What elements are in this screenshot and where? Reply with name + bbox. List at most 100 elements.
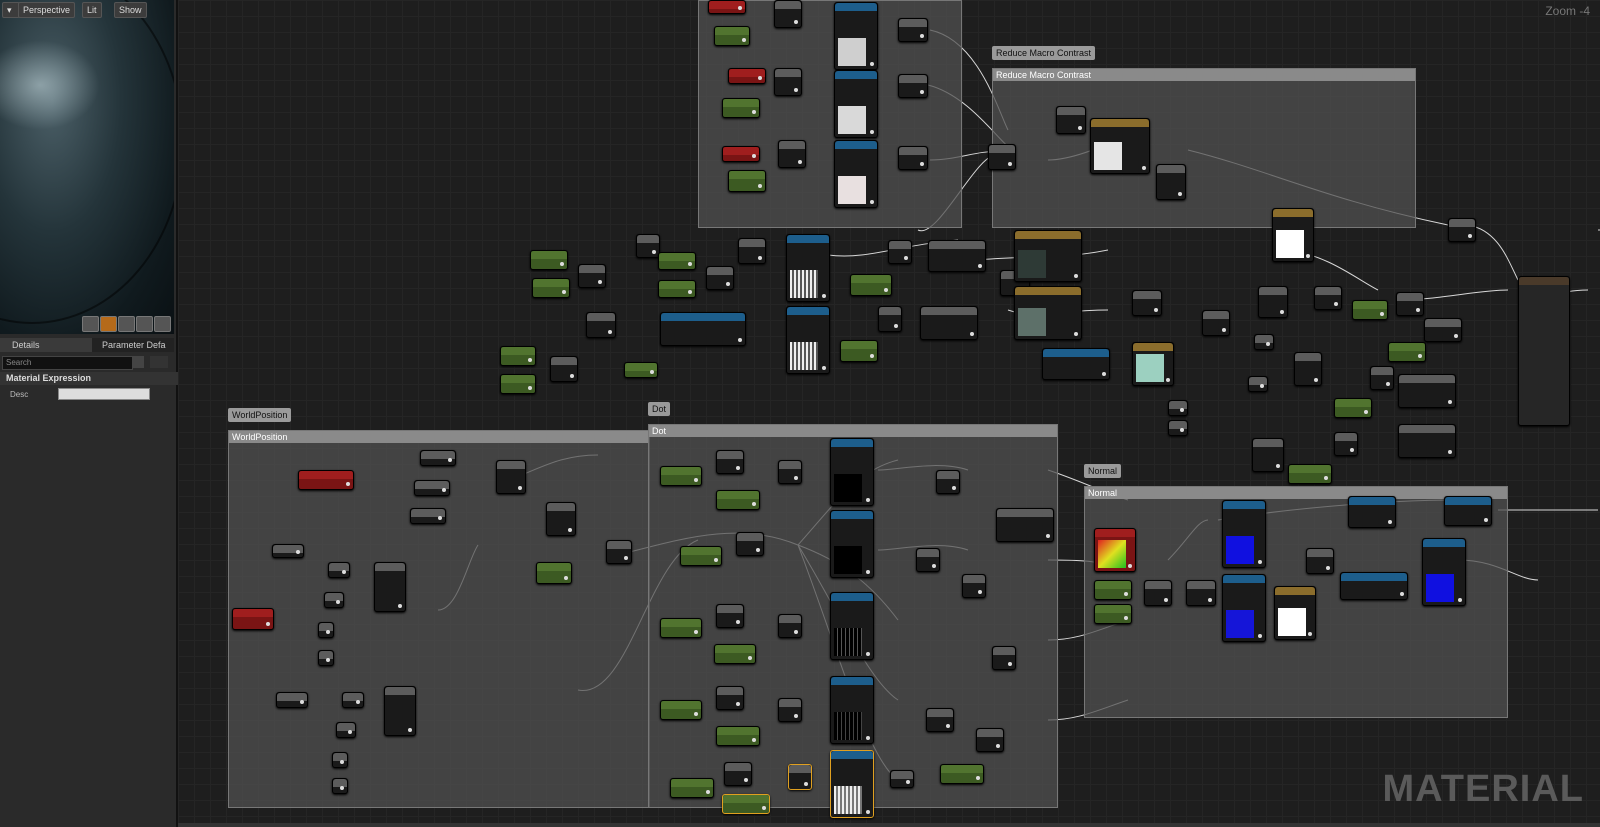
param-node[interactable] <box>1334 398 1372 418</box>
tab-parameter-defaults[interactable]: Parameter Defa <box>90 338 186 352</box>
texture-sample-node[interactable] <box>786 234 830 302</box>
multiply-node[interactable] <box>716 686 744 710</box>
plane-preview-icon[interactable] <box>118 316 135 332</box>
multiply-node[interactable] <box>778 140 806 168</box>
texture-sample-node-selected[interactable] <box>830 750 874 818</box>
reduce-macro-contrast-comment[interactable]: Reduce Macro Contrast <box>992 68 1416 228</box>
param-node[interactable] <box>840 340 878 362</box>
param-node[interactable] <box>940 764 984 784</box>
details-search-input[interactable]: Search <box>2 356 133 370</box>
add-node[interactable] <box>878 306 902 332</box>
lerp-node[interactable] <box>1258 286 1288 318</box>
eye-icon[interactable] <box>150 356 168 368</box>
add-node[interactable] <box>992 646 1016 670</box>
add-node[interactable] <box>898 74 928 98</box>
texture-sample-node[interactable] <box>1422 538 1466 606</box>
param-node[interactable] <box>1094 580 1132 600</box>
texture-sample-node[interactable] <box>786 306 830 374</box>
param-node-selected[interactable] <box>722 794 770 814</box>
param-node[interactable] <box>722 98 760 118</box>
clamp-node[interactable] <box>1398 424 1456 458</box>
add-node[interactable] <box>1334 432 1358 456</box>
add-node[interactable] <box>778 614 802 638</box>
constant-node[interactable] <box>336 722 356 738</box>
param-node[interactable] <box>500 346 536 366</box>
mask-node[interactable] <box>414 480 450 496</box>
param-node[interactable] <box>728 68 766 84</box>
param-node[interactable] <box>722 146 760 162</box>
normal-intensity-function[interactable] <box>1274 586 1316 640</box>
add-node[interactable] <box>916 548 940 572</box>
clamp-node[interactable] <box>920 306 978 340</box>
param-node[interactable] <box>716 490 760 510</box>
param-node[interactable] <box>500 374 536 394</box>
show-button[interactable]: Show <box>114 2 147 18</box>
mask-node[interactable] <box>410 508 446 524</box>
param-node[interactable] <box>716 726 760 746</box>
append-node[interactable] <box>578 264 606 288</box>
clamp-node[interactable] <box>996 508 1054 542</box>
multiply-node[interactable] <box>1202 310 1230 336</box>
texture-sample-node[interactable] <box>830 510 874 578</box>
param-node[interactable] <box>1352 300 1388 320</box>
static-switch-node[interactable] <box>1444 496 1492 526</box>
param-node[interactable] <box>532 278 570 298</box>
detail-normals-switch[interactable] <box>1348 496 1396 528</box>
texture-sample-node[interactable] <box>830 438 874 506</box>
normal-tag[interactable]: Normal <box>1084 464 1122 478</box>
clamp-node[interactable] <box>928 240 986 272</box>
view-options-icon[interactable] <box>132 356 144 368</box>
multiply-node[interactable] <box>890 770 914 788</box>
add-node[interactable] <box>898 146 928 170</box>
dot-tag[interactable]: Dot <box>648 402 671 416</box>
add-node[interactable] <box>778 460 802 484</box>
param-node[interactable] <box>714 26 750 46</box>
constant-node[interactable] <box>318 650 334 666</box>
param-node[interactable] <box>530 250 568 270</box>
multiply-node[interactable] <box>1424 318 1462 342</box>
constant-node[interactable] <box>324 592 344 608</box>
desc-field[interactable] <box>58 388 150 400</box>
blend-angle-corrected-normals[interactable] <box>1340 572 1408 600</box>
mask-node[interactable] <box>276 692 308 708</box>
macro-contrast-function[interactable] <box>1090 118 1150 174</box>
constant-node[interactable] <box>332 752 348 768</box>
param-node[interactable] <box>1094 604 1132 624</box>
add-node[interactable] <box>636 234 660 258</box>
texcoord-node[interactable] <box>1094 528 1136 572</box>
world-position-tag[interactable]: WorldPosition <box>228 408 292 422</box>
custom-mesh-icon[interactable] <box>154 316 171 332</box>
mask-node[interactable] <box>272 544 304 558</box>
param-node[interactable] <box>708 0 746 14</box>
texture-sample-node[interactable] <box>830 676 874 744</box>
multiply-node[interactable] <box>586 312 616 338</box>
multiply-node[interactable] <box>1306 548 1334 574</box>
custom-rotator-node[interactable] <box>660 312 746 346</box>
multiply-node[interactable] <box>976 728 1004 752</box>
lerp-node[interactable] <box>1156 164 1186 200</box>
function-node[interactable] <box>1014 230 1082 282</box>
multiply-node[interactable] <box>1314 286 1342 310</box>
multiply-node[interactable] <box>774 0 802 28</box>
param-node[interactable] <box>728 170 766 192</box>
param-node[interactable] <box>536 562 572 584</box>
param-node[interactable] <box>714 644 756 664</box>
material-output-node[interactable] <box>1518 276 1570 426</box>
cylinder-preview-icon[interactable] <box>82 316 99 332</box>
mask-node[interactable] <box>420 450 456 466</box>
multiply-node[interactable] <box>738 238 766 264</box>
detail-normal-texture-sample[interactable] <box>1222 574 1266 642</box>
lerp-node[interactable] <box>1132 290 1162 316</box>
abs-node[interactable] <box>328 562 350 578</box>
perspective-button[interactable]: Perspective <box>18 2 76 18</box>
lerp-node[interactable] <box>496 460 526 494</box>
param-node[interactable] <box>850 274 892 296</box>
param-node[interactable] <box>660 618 702 638</box>
if-node[interactable] <box>374 562 406 612</box>
lerp-node[interactable] <box>546 502 576 536</box>
add-node-selected[interactable] <box>788 764 812 790</box>
tab-details[interactable]: Details <box>0 338 92 352</box>
absolute-world-position-node[interactable] <box>298 470 354 490</box>
material-preview-viewport[interactable]: ▾ Perspective Lit Show <box>0 0 174 334</box>
param-node[interactable] <box>660 466 702 486</box>
